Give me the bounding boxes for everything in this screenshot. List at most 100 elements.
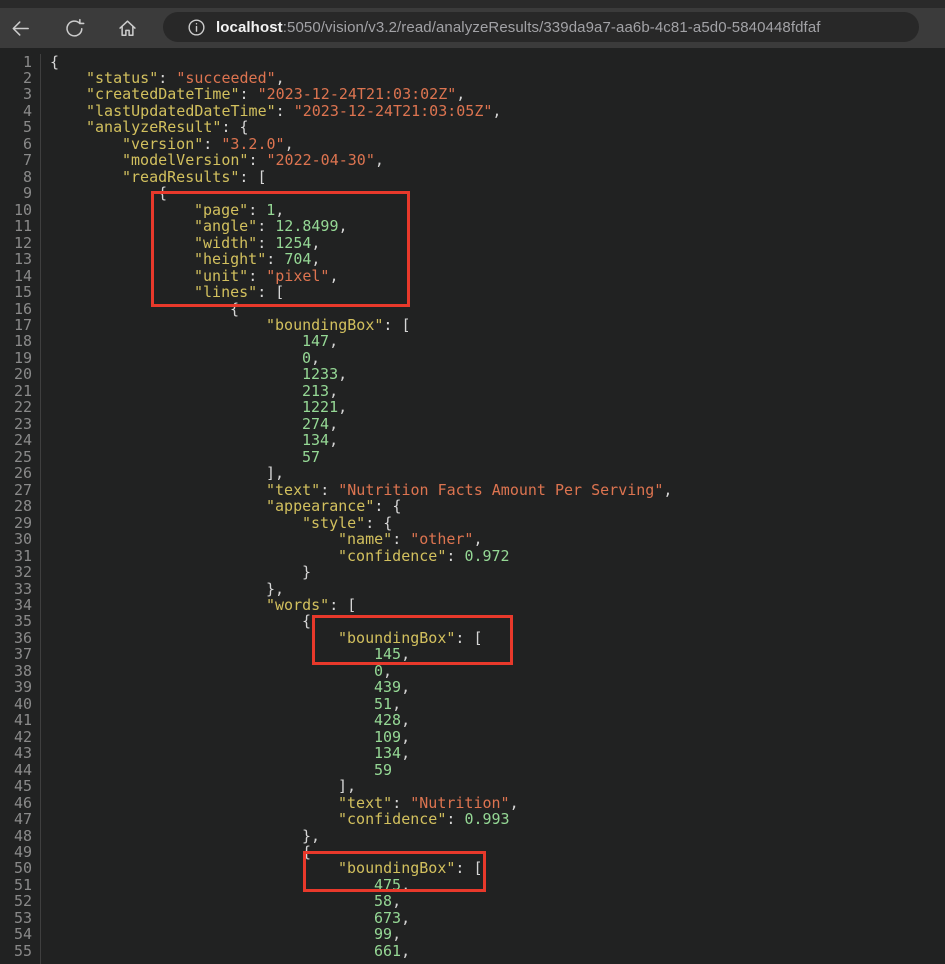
url-host: localhost [216, 18, 283, 36]
code-line: 34"words": [ [0, 596, 945, 613]
home-button[interactable] [111, 12, 143, 44]
code-line: 46"text": "Nutrition", [0, 794, 945, 811]
line-number: 1 [0, 53, 41, 70]
line-number: 34 [0, 596, 41, 613]
line-number: 19 [0, 349, 41, 366]
line-number: 7 [0, 152, 41, 169]
back-arrow-icon [9, 17, 32, 40]
line-number: 41 [0, 712, 41, 729]
home-icon [116, 17, 139, 40]
gutter-filler [0, 959, 945, 964]
line-number: 12 [0, 234, 41, 251]
line-number: 5 [0, 119, 41, 136]
line-number: 9 [0, 185, 41, 202]
line-number: 55 [0, 942, 41, 959]
line-number: 25 [0, 448, 41, 465]
line-number: 50 [0, 860, 41, 877]
code-line: 31"confidence": 0.972 [0, 547, 945, 564]
line-number: 53 [0, 909, 41, 926]
line-number: 28 [0, 498, 41, 515]
code-line: 29"style": { [0, 514, 945, 531]
line-number: 3 [0, 86, 41, 103]
code-line: 3"createdDateTime": "2023-12-24T21:03:02… [0, 86, 945, 103]
code-line: 2"status": "succeeded", [0, 69, 945, 86]
line-number: 29 [0, 514, 41, 531]
refresh-icon [63, 17, 86, 40]
info-icon[interactable] [186, 17, 207, 38]
line-number: 6 [0, 135, 41, 152]
code-line: 10"page": 1, [0, 201, 945, 218]
line-number: 42 [0, 728, 41, 745]
line-number: 45 [0, 778, 41, 795]
line-number: 47 [0, 811, 41, 828]
line-number: 10 [0, 201, 41, 218]
line-number: 48 [0, 827, 41, 844]
line-number: 43 [0, 745, 41, 762]
line-number: 39 [0, 679, 41, 696]
line-number: 33 [0, 580, 41, 597]
json-viewer: 1{2"status": "succeeded",3"createdDateTi… [0, 48, 945, 964]
line-number: 23 [0, 415, 41, 432]
code-line: 15"lines": [ [0, 284, 945, 301]
code-line: 47"confidence": 0.993 [0, 811, 945, 828]
line-number: 51 [0, 876, 41, 893]
line-number: 54 [0, 926, 41, 943]
code-line: 4"lastUpdatedDateTime": "2023-12-24T21:0… [0, 102, 945, 119]
code-line: 8"readResults": [ [0, 168, 945, 185]
code-line: 30"name": "other", [0, 531, 945, 548]
code-line: 48}, [0, 827, 945, 844]
line-number: 27 [0, 481, 41, 498]
code-line: 27"text": "Nutrition Facts Amount Per Se… [0, 481, 945, 498]
line-number: 4 [0, 102, 41, 119]
code-line: 13"height": 704, [0, 251, 945, 268]
line-number: 40 [0, 695, 41, 712]
line-number: 31 [0, 547, 41, 564]
code-line: 17"boundingBox": [ [0, 317, 945, 334]
line-number: 49 [0, 844, 41, 860]
line-number: 2 [0, 69, 41, 86]
refresh-button[interactable] [58, 12, 90, 44]
line-number: 18 [0, 333, 41, 350]
line-number: 21 [0, 382, 41, 399]
line-number: 44 [0, 761, 41, 778]
code-line: 14"unit": "pixel", [0, 267, 945, 284]
code-line: 7"modelVersion": "2022-04-30", [0, 152, 945, 169]
line-number: 14 [0, 267, 41, 284]
code-line: 9{ [0, 185, 945, 202]
address-bar[interactable]: localhost:5050/vision/v3.2/read/analyzeR… [163, 12, 919, 42]
window-frame-strip [0, 0, 945, 8]
back-button[interactable] [4, 12, 36, 44]
code-line: 35{ [0, 613, 945, 630]
code-line: 49{ [0, 844, 945, 861]
line-number: 11 [0, 218, 41, 235]
line-number: 30 [0, 531, 41, 548]
url-path: :5050/vision/v3.2/read/analyzeResults/33… [282, 18, 821, 36]
code-line: 50"boundingBox": [ [0, 860, 945, 877]
code-line: 36"boundingBox": [ [0, 629, 945, 646]
line-number: 36 [0, 629, 41, 646]
code-line: 6"version": "3.2.0", [0, 135, 945, 152]
code-line: 26], [0, 465, 945, 482]
line-number: 35 [0, 613, 41, 630]
code-line: 28"appearance": { [0, 498, 945, 515]
line-number: 22 [0, 399, 41, 416]
code-line: 32} [0, 564, 945, 581]
line-number: 37 [0, 646, 41, 663]
